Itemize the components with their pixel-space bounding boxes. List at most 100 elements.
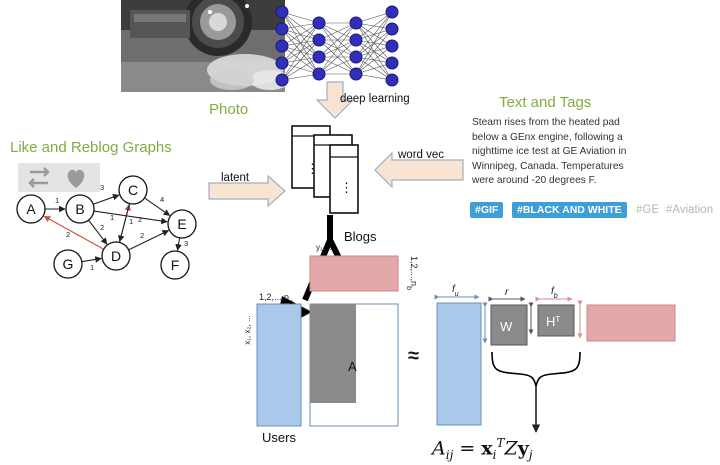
graph-node-label: E bbox=[177, 216, 186, 232]
reblog-like-panel bbox=[18, 163, 100, 192]
nn-neuron bbox=[275, 5, 289, 19]
nn-connection bbox=[355, 11, 393, 75]
graph-node-label: C bbox=[128, 182, 138, 198]
a-matrix-observed-block bbox=[310, 304, 356, 403]
graph-node-label: G bbox=[63, 256, 74, 272]
nn-connection bbox=[318, 39, 357, 75]
graph-edge-weight: 2 bbox=[66, 230, 70, 239]
formula: Aij = xiTZyj bbox=[432, 436, 533, 463]
graph-edge bbox=[128, 230, 170, 251]
nn-connection bbox=[355, 11, 393, 41]
tag-aviation[interactable]: #Aviation bbox=[666, 204, 714, 216]
tag-ge[interactable]: #GE bbox=[636, 204, 660, 216]
w-matrix bbox=[490, 304, 528, 346]
nn-connection bbox=[318, 22, 357, 75]
nn-neuron bbox=[349, 50, 363, 64]
nn-neuron bbox=[385, 39, 399, 53]
graph-node bbox=[101, 241, 131, 271]
graph-edge-weight: 3 bbox=[184, 239, 188, 248]
graph-node bbox=[53, 249, 83, 279]
f-u-label: fu bbox=[452, 284, 459, 298]
approx-symbol: ≈ bbox=[408, 345, 419, 367]
graph-edge-weight: 1 bbox=[55, 196, 59, 205]
nn-neuron bbox=[312, 50, 326, 64]
users-label: Users bbox=[262, 430, 296, 445]
y-labels: y₁, ... bbox=[316, 243, 334, 252]
word-vec-arrow bbox=[374, 151, 464, 189]
r-label: r bbox=[505, 287, 509, 298]
reblog-icon bbox=[28, 167, 50, 188]
graph-edge bbox=[144, 197, 171, 216]
tag-gif[interactable]: #GIF bbox=[470, 202, 504, 218]
graph-node-label: D bbox=[111, 248, 121, 264]
graph-edge-weight: 1 bbox=[90, 263, 94, 272]
like-reblog-label: Like and Reblog Graphs bbox=[10, 139, 172, 156]
users-factor-matrix bbox=[256, 303, 302, 427]
graph-node-label: B bbox=[75, 201, 84, 217]
text-and-tags-label: Text and Tags bbox=[499, 94, 591, 111]
nn-neuron bbox=[385, 56, 399, 70]
blog-documents: ⋮ ⋮ ⋮ bbox=[291, 125, 359, 214]
deep-learning-arrow bbox=[315, 81, 355, 119]
nn-neuron bbox=[385, 73, 399, 87]
tag-black-and-white[interactable]: #BLACK AND WHITE bbox=[512, 202, 627, 218]
nn-neuron bbox=[385, 5, 399, 19]
a-matrix-label: A bbox=[348, 359, 357, 374]
nn-neuron bbox=[275, 56, 289, 70]
graph-edge bbox=[81, 256, 102, 263]
nn-neuron bbox=[349, 16, 363, 30]
x-labels: x₁, x₂, ... bbox=[243, 315, 252, 344]
nn-connection bbox=[281, 22, 320, 64]
f-b-label: fb bbox=[551, 286, 558, 300]
nn-neuron bbox=[275, 22, 289, 36]
nn-neuron bbox=[349, 67, 363, 81]
graph-edge bbox=[92, 193, 120, 205]
h-matrix bbox=[537, 304, 575, 337]
nn-neuron bbox=[312, 16, 326, 30]
nn-connection bbox=[318, 22, 357, 41]
nn-connection bbox=[281, 56, 320, 81]
nn-connection bbox=[355, 45, 393, 75]
nn-connection bbox=[318, 56, 357, 75]
graph-edge bbox=[118, 203, 131, 243]
graph-edge bbox=[88, 219, 108, 245]
photo-label: Photo bbox=[209, 101, 248, 118]
nn-neuron bbox=[275, 39, 289, 53]
graph-edge-weight: 2 bbox=[138, 215, 142, 224]
graph-edge-weight: 1 bbox=[110, 213, 114, 222]
graph-node bbox=[65, 194, 95, 224]
nn-connection bbox=[281, 22, 320, 47]
graph-node bbox=[118, 175, 148, 205]
deep-learning-label: deep learning bbox=[340, 93, 410, 105]
latent-label: latent bbox=[221, 172, 250, 184]
heart-icon bbox=[67, 169, 85, 188]
graph-edge-weight: 2 bbox=[100, 223, 104, 232]
post-caption: Steam rises from the heated pad below a … bbox=[472, 117, 627, 186]
graph-edge-weight: 2 bbox=[140, 231, 144, 240]
graph-edge bbox=[93, 210, 168, 225]
latent-arrow bbox=[208, 174, 286, 208]
nn-connection bbox=[318, 22, 357, 58]
nn-connection bbox=[281, 22, 320, 81]
graph-edge-weight: 4 bbox=[160, 195, 164, 204]
h-label: HT bbox=[546, 314, 560, 329]
nn-neuron bbox=[275, 73, 289, 87]
svg-text:⋮: ⋮ bbox=[340, 180, 353, 195]
neural-network bbox=[275, 5, 399, 87]
blog-feature-matrix bbox=[586, 304, 676, 342]
graph-edge bbox=[43, 215, 105, 250]
blogs-factor-matrix bbox=[309, 255, 399, 292]
users-index-label: 1,2,...,nu bbox=[259, 292, 293, 306]
user-feature-matrix bbox=[436, 302, 482, 426]
graph-node bbox=[160, 250, 190, 280]
blogs-label: Blogs bbox=[344, 229, 377, 244]
graph-node bbox=[167, 209, 197, 239]
graph-edge bbox=[175, 237, 182, 251]
nn-connection bbox=[355, 11, 393, 58]
w-label: W bbox=[500, 319, 513, 334]
nn-connection bbox=[355, 28, 393, 75]
graph-node-label: A bbox=[26, 201, 36, 217]
graph-node bbox=[16, 194, 46, 224]
